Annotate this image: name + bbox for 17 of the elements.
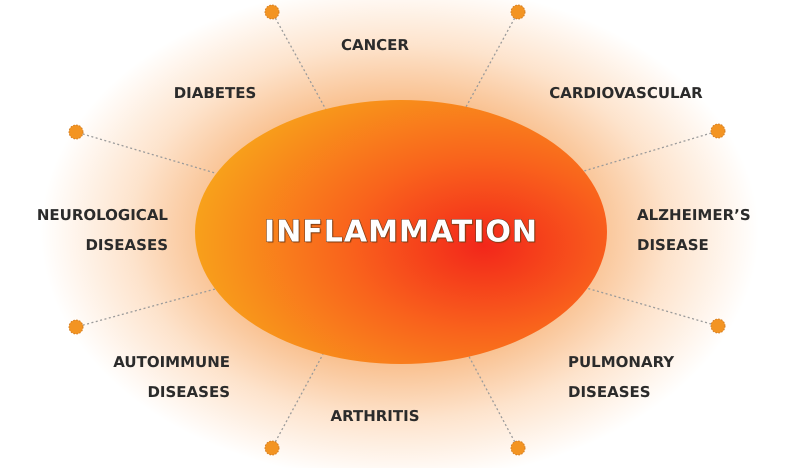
disease-label: PULMONARY DISEASES — [568, 352, 676, 403]
disease-label: DIABETES — [174, 83, 256, 104]
dotted-connector — [82, 133, 217, 174]
dotted-connector — [82, 288, 216, 326]
disease-label: CARDIOVASCULAR — [549, 83, 703, 104]
dotted-connector — [466, 18, 516, 108]
dotted-connector — [584, 132, 712, 172]
dotted-connector — [587, 288, 712, 325]
disease-label: ARTHRITIS — [330, 406, 420, 427]
dotted-connector — [274, 354, 324, 442]
disease-label: NEUROLOGICAL DISEASES — [36, 205, 168, 256]
dotted-connector — [468, 356, 516, 442]
dotted-connector — [274, 18, 326, 110]
central-title: INFLAMMATION — [263, 214, 539, 250]
disease-label: AUTOIMMUNE DISEASES — [112, 352, 230, 403]
disease-label: ALZHEIMER’S DISEASE — [637, 205, 752, 256]
disease-label: CANCER — [341, 35, 409, 56]
